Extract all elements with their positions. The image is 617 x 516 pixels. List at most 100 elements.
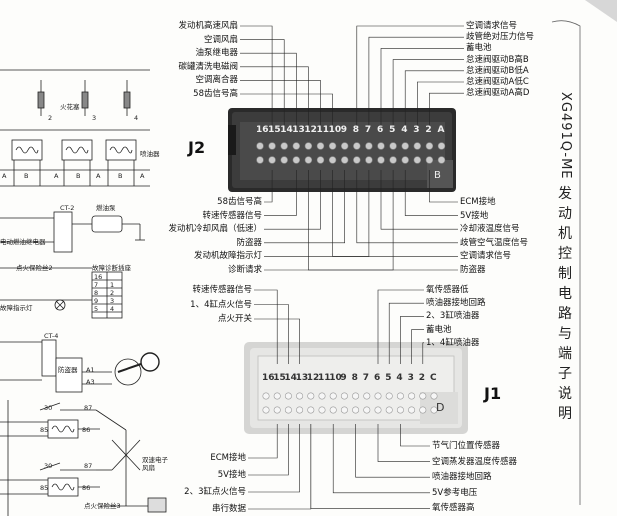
fan-caption: 双速电子风扇: [142, 456, 168, 472]
j1pins-pin-410-9: [363, 406, 371, 414]
j1pins-pin-410-6: [329, 406, 337, 414]
j1pins-pin-410-2: [284, 406, 292, 414]
j2-label-right-top-4: 怠速阀驱动B低A: [466, 65, 529, 76]
j1-label-left-top-0: 转速传感器信号: [192, 285, 252, 295]
j2pins-pin-160-8: [353, 156, 361, 164]
j2pins-pin-146-4: [304, 142, 313, 150]
side-title-char-10: 说: [558, 385, 572, 402]
j1-nums-number-8: 8: [351, 373, 358, 383]
j2-nums-number-2: 14: [280, 125, 293, 135]
j2-nums-number-12: 4: [401, 125, 408, 135]
relay-caption: 电动燃油继电器: [0, 238, 46, 246]
j2-label-left-bottom-0: 58齿信号高: [217, 197, 262, 207]
j2-label-right-bottom-2: 冷却液温度信号: [460, 224, 520, 235]
j1-label-left-bottom-1: 5V接地: [217, 470, 246, 480]
j2pins-pin-160-1: [268, 156, 276, 164]
j2-label-right-top-1: 歧管绝对压力信号: [466, 32, 535, 43]
j2-nums-number-4: 12: [304, 125, 317, 135]
j1pins-pin-396-4: [307, 392, 315, 400]
spark-plug-3: [123, 80, 131, 116]
j1pins-pin-396-10: [374, 392, 382, 400]
j2pins-pin-146-12: [401, 142, 409, 150]
j2-label-left-bottom-3: 防盗器: [236, 237, 262, 248]
j2-label-left-bottom-1: 转速传感器信号: [202, 210, 262, 221]
j2-label-left-bottom-4: 发动机故障指示灯: [193, 251, 262, 262]
j2pins-pin-146-9: [365, 142, 373, 150]
ct4-label: CT-4: [44, 332, 59, 340]
j1-nums-number-12: 4: [396, 373, 403, 383]
connector-j1-title: J1: [484, 384, 502, 403]
j1pins-pin-396-5: [318, 392, 326, 400]
j2-nums-number-7: 9: [340, 125, 347, 135]
page-corner-fold: [585, 0, 617, 22]
j2-label-left-top-5: 58齿信号高: [193, 89, 238, 99]
diag-pin-number-5: 1: [110, 281, 115, 289]
j1-label-right-top-3: 蓄电池: [426, 324, 452, 335]
injector-connector-letter-0: A: [2, 172, 7, 180]
j1pins-pin-396-0: [262, 392, 270, 400]
side-title-char-2: 机: [558, 225, 572, 242]
connector-j1-body: [244, 342, 468, 434]
j1pins-pin-396-1: [273, 392, 281, 400]
j1-nums-number-0: 16: [262, 373, 275, 383]
j1-label-left-top-1: 1、4缸点火信号: [190, 299, 252, 310]
j1-nums-number-5: 11: [318, 373, 331, 383]
j2pins-pin-146-13: [413, 142, 421, 150]
injector-connector-letter-4: A: [96, 172, 101, 180]
j1-label-right-bottom-3: 5V参考电压: [432, 487, 478, 498]
injector-2: [61, 139, 93, 161]
j1pins-pin-396-11: [385, 392, 393, 400]
j1-nums-number-4: 12: [306, 373, 320, 383]
diag-pin-number-3: 9: [94, 297, 99, 305]
j1pins-pin-396-15: [430, 392, 438, 400]
j2-label-right-top-6: 怠速阀驱动A高D: [466, 88, 530, 99]
j1pins-pin-396-13: [408, 392, 416, 400]
side-title-char-1: 动: [558, 205, 572, 222]
j2pins-pin-146-6: [328, 142, 337, 150]
j2pins-pin-146-11: [389, 142, 397, 150]
j2-label-right-top-0: 空调请求信号: [466, 21, 518, 31]
connector-j1-pins: [262, 392, 438, 414]
j1pins-pin-410-13: [408, 406, 416, 414]
j2-label-right-bottom-4: 空调请求信号: [460, 251, 512, 262]
relay-2-coil: [47, 477, 79, 497]
j1pins-pin-410-8: [352, 406, 360, 414]
j1-label-left-top-2: 点火开关: [217, 314, 252, 324]
j2-nums-number-8: 8: [352, 125, 360, 135]
j1-nums-number-13: 3: [407, 373, 414, 383]
j2pins-pin-146-2: [280, 142, 288, 150]
plug-number-4: 4: [134, 114, 139, 122]
j2-label-right-bottom-3: 歧管空气温度信号: [460, 237, 529, 248]
connector-j2-body: [228, 108, 456, 192]
j2pins-pin-160-14: [425, 156, 434, 164]
j2pins-pin-160-15: [437, 156, 446, 164]
injector-connector-letter-6: A: [140, 172, 145, 180]
spark-plug-1: [37, 80, 45, 116]
j2-nums-number-9: 7: [364, 125, 372, 135]
dual-speed-fan-symbol: [95, 409, 141, 478]
j1pins-pin-410-1: [273, 406, 281, 414]
injector-connector-letter-5: B: [118, 172, 123, 180]
side-title-model: XG491Q-ME: [558, 92, 573, 180]
j2-nums-number-11: 5: [389, 125, 396, 135]
connector-j2-corner-label: B: [434, 170, 441, 181]
j2-label-left-top-4: 空调离合器: [195, 75, 238, 86]
j2-label-right-top-3: 怠速阀驱动B高B: [466, 54, 529, 65]
j1-label-right-bottom-4: 氧传感器高: [432, 503, 475, 514]
side-title-char-6: 路: [558, 305, 572, 322]
j2pins-pin-146-5: [316, 142, 325, 150]
j2-nums-number-0: 16: [256, 125, 269, 135]
fuel-pump-label: 燃油泵: [96, 204, 116, 212]
j2-nums-number-10: 6: [377, 125, 384, 135]
title-frame-line: [551, 20, 581, 505]
j1pins-pin-396-3: [296, 392, 304, 400]
diag-pin-number-1: 7: [94, 281, 99, 289]
j1pins-pin-396-2: [284, 392, 292, 400]
key-icon: [114, 352, 160, 386]
side-title-char-5: 电: [558, 285, 572, 302]
j2-label-right-bottom-5: 防盗器: [460, 265, 486, 275]
j1-nums-number-11: 5: [385, 373, 392, 383]
injector-connector-letter-3: B: [76, 172, 81, 180]
j2-label-left-bottom-2: 发动机冷却风扇（低速）: [168, 224, 262, 235]
j1pins-pin-410-10: [374, 406, 382, 414]
